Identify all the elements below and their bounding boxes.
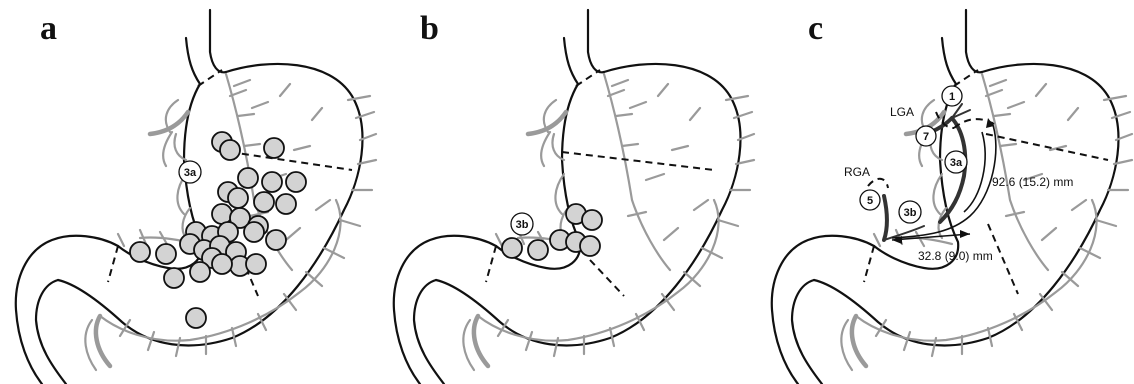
lymph-node <box>264 138 284 158</box>
lymph-node <box>266 230 286 250</box>
lymph-node <box>212 254 232 274</box>
lymph-node <box>228 188 248 208</box>
lymph-nodes-a <box>130 132 306 328</box>
lymph-node <box>186 308 206 328</box>
station-label-7: 7 <box>923 131 929 143</box>
lymph-node <box>212 204 232 224</box>
lymph-node <box>528 240 548 260</box>
label-measure-long: 92.6 (15.2) mm <box>992 175 1073 189</box>
resection-line-upper-b <box>562 152 714 170</box>
rga-dashed-branch <box>868 179 888 188</box>
label-measure-short: 32.8 (9.0) mm <box>918 249 993 263</box>
lymph-node <box>276 194 296 214</box>
station-label-3b: 3b <box>516 219 529 231</box>
panel-c: c 1 7 3a 5 3b LGA RGA 92.6 (15.2) m <box>756 0 1134 384</box>
lymph-node <box>156 244 176 264</box>
lymph-node <box>164 268 184 288</box>
lymph-node <box>286 172 306 192</box>
panel-b: b 3b <box>378 0 756 384</box>
station-label-3b: 3b <box>904 207 917 219</box>
lymph-node <box>130 242 150 262</box>
stomach-diagram-b: 3b <box>378 0 756 384</box>
station-label-5: 5 <box>867 195 873 207</box>
station-label-3a: 3a <box>950 157 963 169</box>
lymph-node <box>254 192 274 212</box>
right-gastric-artery <box>884 196 887 240</box>
lymph-node <box>580 236 600 256</box>
label-rga: RGA <box>844 165 870 179</box>
lymph-node <box>190 262 210 282</box>
label-lga: LGA <box>890 105 914 119</box>
station-label-3a: 3a <box>184 167 197 179</box>
resection-line-upper-c <box>986 134 1108 160</box>
lymph-node <box>244 222 264 242</box>
lymph-node <box>262 172 282 192</box>
panel-a: a <box>0 0 378 384</box>
lymph-node <box>238 168 258 188</box>
lymph-node <box>246 254 266 274</box>
lymph-node <box>502 238 522 258</box>
station-label-1: 1 <box>949 91 955 103</box>
stomach-diagram-a: 3a <box>0 0 378 384</box>
stomach-diagram-c: 1 7 3a 5 3b LGA RGA 92.6 (15.2) mm 32.8 … <box>756 0 1134 384</box>
lymph-node <box>220 140 240 160</box>
resection-line-lower-b <box>590 260 624 296</box>
lymph-node <box>582 210 602 230</box>
arrow-head-short-right <box>960 230 970 238</box>
